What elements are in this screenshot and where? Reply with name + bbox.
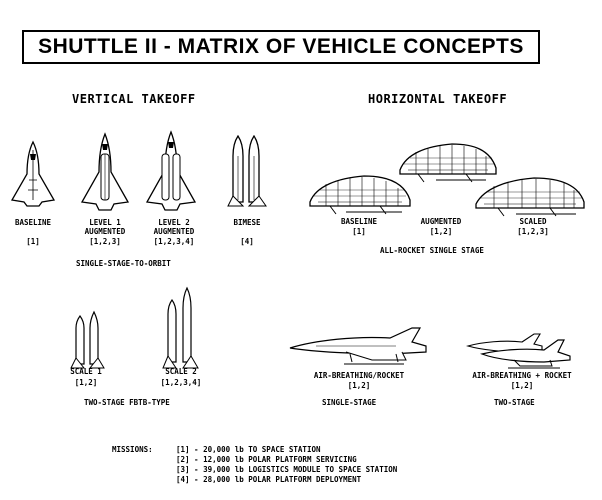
level2-label: LEVEL 2 <box>158 218 190 227</box>
level2-augmented-icon <box>145 130 197 211</box>
level2-missions: [1,2,3,4] <box>153 237 195 246</box>
ssto-group-label: SINGLE-STAGE-TO-ORBIT <box>76 259 171 268</box>
level1-label: LEVEL 1 <box>89 218 121 227</box>
vertical-takeoff-heading: VERTICAL TAKEOFF <box>72 92 196 106</box>
mission-4: [4] - 28,000 lb POLAR PLATFORM DEPLOYMEN… <box>176 475 362 484</box>
ht-augmented-label: AUGMENTED <box>420 217 462 226</box>
level1-missions: [1,2,3] <box>89 237 121 246</box>
bimese-missions: [4] <box>240 237 254 246</box>
level2-label-2: AUGMENTED <box>153 227 195 236</box>
ht-baseline-icon <box>309 175 411 215</box>
two-stage-label: TWO-STAGE <box>494 398 535 407</box>
ht-baseline-label: BASELINE <box>340 217 378 226</box>
air-breathing-plus-rocket-icon <box>465 333 571 369</box>
mission-2: [2] - 12,000 lb POLAR PLATFORM SERVICING <box>176 455 357 464</box>
ht-baseline-missions: [1] <box>352 227 366 236</box>
bimese-label: BIMESE <box>233 218 261 227</box>
scale2-label: SCALE 2 <box>165 367 197 376</box>
baseline-orbiter-icon <box>10 140 56 207</box>
horizontal-takeoff-heading: HORIZONTAL TAKEOFF <box>368 92 508 106</box>
all-rocket-group-label: ALL-ROCKET SINGLE STAGE <box>380 246 484 255</box>
scale1-missions: [1,2] <box>74 378 98 387</box>
air-breathing-rocket-icon <box>289 327 427 365</box>
bimese-icon <box>227 134 267 207</box>
ht-augmented-missions: [1,2] <box>429 227 453 236</box>
abr-single-label: AIR-BREATHING/ROCKET <box>313 371 405 380</box>
mission-1: [1] - 20,000 lb TO SPACE STATION <box>176 445 321 454</box>
ht-scaled-icon <box>475 177 585 217</box>
page-title: SHUTTLE II - MATRIX OF VEHICLE CONCEPTS <box>22 30 540 64</box>
scale1-label: SCALE 1 <box>70 367 102 376</box>
ht-scaled-label: SCALED <box>519 217 547 226</box>
single-stage-label: SINGLE-STAGE <box>322 398 377 407</box>
abr-two-label: AIR-BREATHING + ROCKET <box>472 371 572 380</box>
scale2-missions: [1,2,3,4] <box>160 378 202 387</box>
level1-augmented-icon <box>80 132 130 211</box>
ht-scaled-missions: [1,2,3] <box>517 227 549 236</box>
ht-augmented-icon <box>399 143 497 183</box>
fbtb-scale2-icon <box>162 286 199 369</box>
missions-label: MISSIONS: <box>112 445 153 454</box>
baseline-missions: [1] <box>26 237 40 246</box>
baseline-label: BASELINE <box>14 218 52 227</box>
mission-3: [3] - 39,000 lb LOGISTICS MODULE TO SPAC… <box>176 465 398 474</box>
fbtb-group-label: TWO-STAGE FBTB-TYPE <box>84 398 170 407</box>
abr-two-missions: [1,2] <box>510 381 534 390</box>
fbtb-scale1-icon <box>70 310 105 369</box>
level1-label-2: AUGMENTED <box>84 227 126 236</box>
abr-single-missions: [1,2] <box>347 381 371 390</box>
